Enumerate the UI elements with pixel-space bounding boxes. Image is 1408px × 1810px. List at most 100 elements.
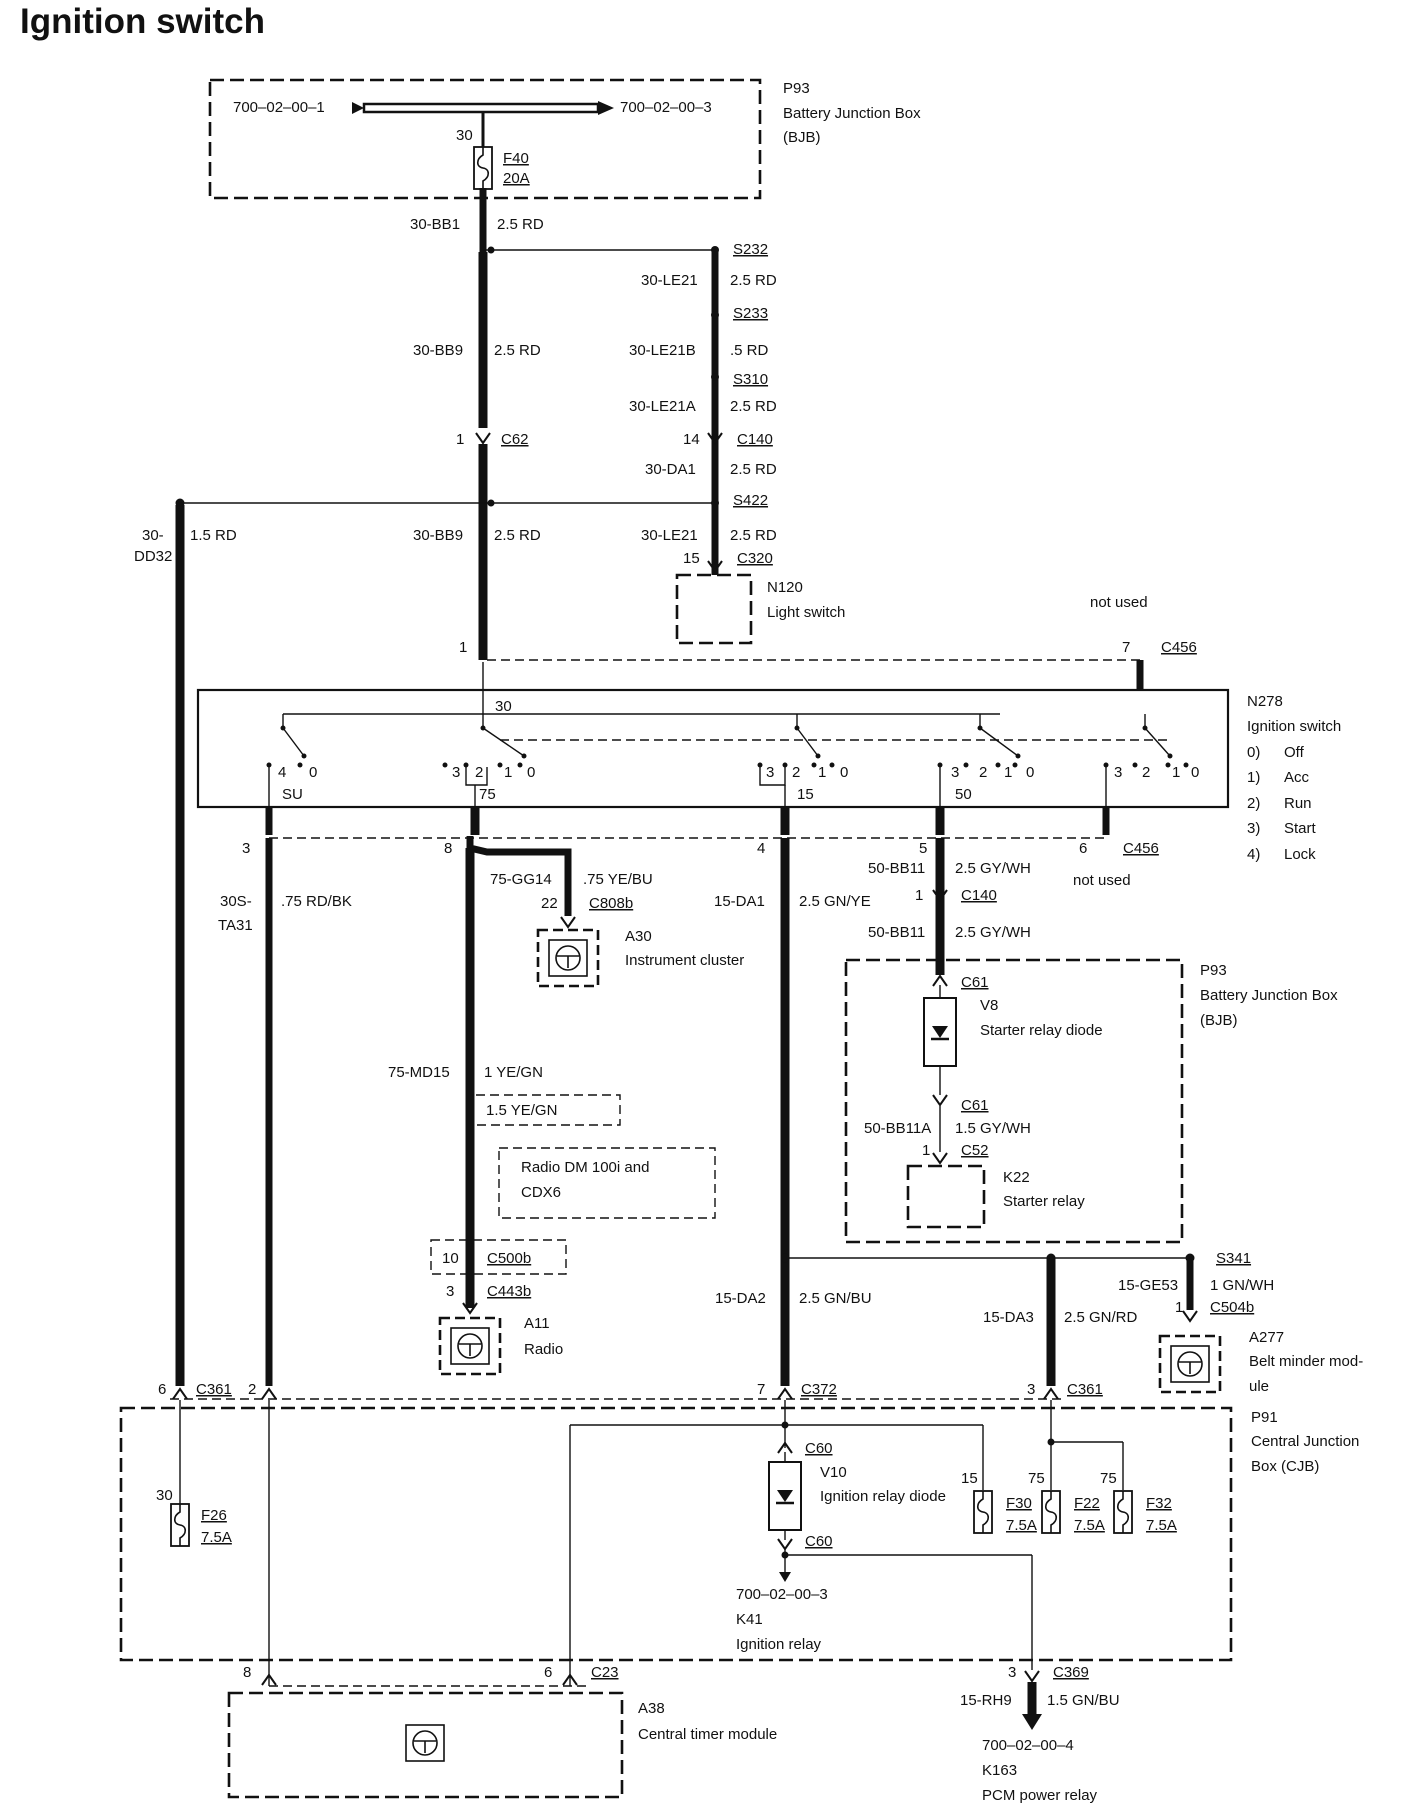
- connector-c361-left: C361: [196, 1381, 232, 1398]
- contact-0: 0: [840, 764, 848, 781]
- wire-30bb9-spec: 2.5 RD: [494, 342, 541, 359]
- legend-label-run: Run: [1284, 795, 1312, 812]
- switch-arm-su: [280, 714, 307, 759]
- wire-30da1-id: 30-DA1: [645, 461, 696, 478]
- contact-3: 3: [1114, 764, 1122, 781]
- switch-arm-50: [977, 714, 1021, 759]
- wire-15da1-id: 15-DA1: [714, 893, 765, 910]
- pin-3-c443b: 3: [446, 1283, 454, 1300]
- wire-30sta31-id: 30S-: [220, 893, 252, 910]
- a11-code: A11: [524, 1315, 550, 1332]
- contact-3: 3: [452, 764, 460, 781]
- pin-10: 10: [442, 1250, 459, 1267]
- legend-num: 2): [1247, 795, 1260, 812]
- n120-code: N120: [767, 579, 803, 596]
- wire-75md15-spec: 1 YE/GN: [484, 1064, 543, 1081]
- legend-num: 0): [1247, 744, 1260, 761]
- pin-30: 30: [456, 127, 473, 144]
- v8-name: Starter relay diode: [980, 1022, 1103, 1039]
- connector-c369-icon: [1024, 1670, 1040, 1682]
- contact-2: 2: [1142, 764, 1150, 781]
- bjb-ref-out: 700–02–00–3: [620, 99, 712, 116]
- connector-c62: C62: [501, 431, 529, 448]
- contact-4: 4: [278, 764, 286, 781]
- wire-30bb1-spec: 2.5 RD: [497, 216, 544, 233]
- wire-30le21b-id: 30-LE21B: [629, 342, 696, 359]
- fuse-f30-icon: [973, 1490, 993, 1534]
- terminal-su: SU: [282, 786, 303, 803]
- p91-name-2: Box (CJB): [1251, 1458, 1319, 1475]
- connector-c61-top: C61: [961, 974, 989, 991]
- wire-30dd32-id-2: DD32: [134, 548, 172, 565]
- pin-1-c504b: 1: [1175, 1299, 1183, 1316]
- pin-8-c23: 8: [243, 1664, 251, 1681]
- k22-starter-relay-box: [906, 1164, 986, 1229]
- connector-c61-bot-icon: [932, 1094, 948, 1106]
- radio-dm100i-note-box: [498, 1147, 716, 1219]
- terminal-75: 75: [479, 786, 496, 803]
- connector-c320: C320: [737, 550, 773, 567]
- pin-1-switch: 1: [459, 639, 467, 656]
- wire-30sta31-spec: .75 RD/BK: [281, 893, 352, 910]
- a38-module-icon: [405, 1724, 445, 1762]
- a30-name: Instrument cluster: [625, 952, 744, 969]
- splice-s422: S422: [733, 492, 768, 509]
- pin-6-c456: 6: [1079, 840, 1087, 857]
- wire-75gg14-spec: .75 YE/BU: [583, 871, 653, 888]
- p91-name: Central Junction: [1251, 1433, 1359, 1450]
- wire-30dd32-spec: 1.5 RD: [190, 527, 237, 544]
- fuse-f22-rating: 7.5A: [1074, 1517, 1105, 1534]
- wire-30sta31-id-2: TA31: [218, 917, 253, 934]
- wire-30le21b-spec: .5 RD: [730, 342, 769, 359]
- fuse-f32-icon: [1113, 1490, 1133, 1534]
- n120-light-switch-box: [675, 573, 753, 645]
- p91-code: P91: [1251, 1409, 1278, 1426]
- connector-c61-bottom: C61: [961, 1097, 989, 1114]
- wire-50bb11a-spec: 1.5 GY/WH: [955, 1120, 1031, 1137]
- a277-code: A277: [1249, 1329, 1284, 1346]
- k41-ref: 700–02–00–3: [736, 1586, 828, 1603]
- n278-name: Ignition switch: [1247, 718, 1341, 735]
- fuse-f40-icon: [473, 146, 493, 190]
- k41-name: Ignition relay: [736, 1636, 822, 1653]
- connector-c808b: C808b: [589, 895, 633, 912]
- connector-c808b-icon: [560, 916, 576, 928]
- fuse-f26-icon: [170, 1503, 190, 1547]
- legend-num: 4): [1247, 846, 1260, 863]
- wire-30le21a-id: 30-LE21A: [629, 398, 696, 415]
- terminal-50: 50: [955, 786, 972, 803]
- k22-name: Starter relay: [1003, 1193, 1085, 1210]
- wire-30le21-spec: 2.5 RD: [730, 272, 777, 289]
- wire-15da2-spec: 2.5 GN/BU: [799, 1290, 872, 1307]
- legend-label-acc: Acc: [1284, 769, 1310, 786]
- connector-c140: C140: [737, 431, 773, 448]
- connector-c456-bottom: C456: [1123, 840, 1159, 857]
- terminal-30: 30: [495, 698, 512, 715]
- a11-radio-icon: [438, 1316, 502, 1376]
- connector-c361-2-icon: [261, 1388, 277, 1400]
- terminal-15: 15: [797, 786, 814, 803]
- pin-22: 22: [541, 895, 558, 912]
- v8-code: V8: [980, 997, 998, 1014]
- contact-1: 1: [504, 764, 512, 781]
- p91-cjb-box: [119, 1406, 1233, 1662]
- wire-30dd32-id: 30-: [142, 527, 164, 544]
- wire-alt-radio-spec: 1.5 YE/GN: [486, 1102, 557, 1119]
- legend-num: 3): [1247, 820, 1260, 837]
- fuse-f40-rating: 20A: [503, 170, 530, 187]
- contact-3: 3: [951, 764, 959, 781]
- pin-75-f32: 75: [1100, 1470, 1117, 1487]
- legend-label-off: Off: [1284, 744, 1305, 761]
- connector-c361-right-icon: [1043, 1388, 1059, 1400]
- k163-ref: 700–02–00–4: [982, 1737, 1074, 1754]
- wire-15da2-id: 15-DA2: [715, 1290, 766, 1307]
- fuse-f30-name: F30: [1006, 1495, 1032, 1512]
- fuse-f32-rating: 7.5A: [1146, 1517, 1177, 1534]
- pin-1-c62: 1: [456, 431, 464, 448]
- pin-2-c361: 2: [248, 1381, 256, 1398]
- n278-code: N278: [1247, 693, 1283, 710]
- not-used-label-2: not used: [1073, 872, 1131, 889]
- pin-30-f26: 30: [156, 1487, 173, 1504]
- connector-c60-bot-icon: [777, 1538, 793, 1550]
